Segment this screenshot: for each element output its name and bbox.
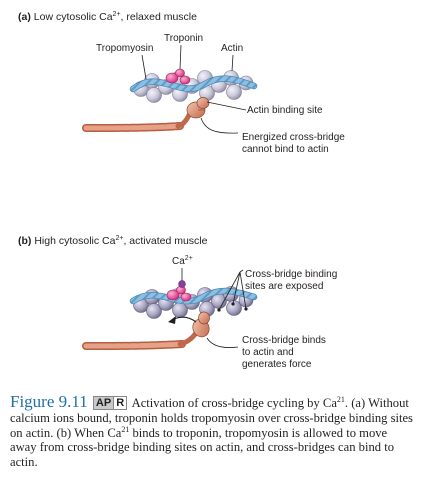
label-binds-2: to actin and — [242, 347, 294, 358]
label-exposed-2: sites are exposed — [245, 281, 323, 292]
caption-sup-2: 21 — [121, 424, 130, 434]
leader-crossbridge-b — [206, 337, 239, 348]
myosin-crossbridge-a — [82, 97, 210, 132]
label-tropomyosin: Tropomyosin — [96, 43, 153, 54]
leader-troponin — [179, 44, 182, 70]
calcium-ion — [178, 280, 186, 288]
label-troponin: Troponin — [164, 33, 203, 44]
troponin-complex-b — [166, 280, 192, 302]
panel-a-title: (a) Low cytosolic Ca2+, relaxed muscle — [18, 11, 197, 23]
leader-exposed-sites — [218, 269, 247, 311]
label-calcium: Ca2+ — [172, 255, 193, 267]
leader-crossbridge-a — [200, 117, 239, 134]
label-binding-site: Actin binding site — [247, 105, 323, 116]
label-binds-3: generates force — [242, 359, 312, 370]
tropomyosin-strand-a — [129, 75, 258, 93]
power-stroke-arrow — [168, 316, 197, 324]
caption-text-2: . (a) Without calcium ions bound, tropon… — [10, 396, 413, 440]
caption-text-3: binds to troponin, tropomyosin is allowe… — [10, 425, 395, 470]
label-crossbridge-a-2: cannot bind to actin — [242, 144, 329, 155]
leader-tropomyosin — [141, 54, 147, 80]
leader-actin — [231, 54, 234, 72]
tropomyosin-strand-b — [129, 287, 258, 305]
label-binds-1: Cross-bridge binds — [242, 335, 326, 346]
myosin-crossbridge-b — [82, 311, 210, 350]
troponin-complex-a — [165, 68, 191, 85]
label-actin: Actin — [221, 43, 243, 54]
leader-binding-site — [206, 101, 247, 111]
label-exposed-1: Cross-bridge binding — [245, 269, 337, 280]
figure-label: Figure 9.11 — [10, 392, 88, 411]
panel-b-title: (b) High cytosolic Ca2+, activated muscl… — [18, 235, 208, 247]
caption-sup-1: 21 — [336, 394, 345, 404]
caption-text-1: Activation of cross-bridge cycling by Ca — [129, 396, 337, 410]
label-crossbridge-a-1: Energized cross-bridge — [242, 132, 345, 143]
